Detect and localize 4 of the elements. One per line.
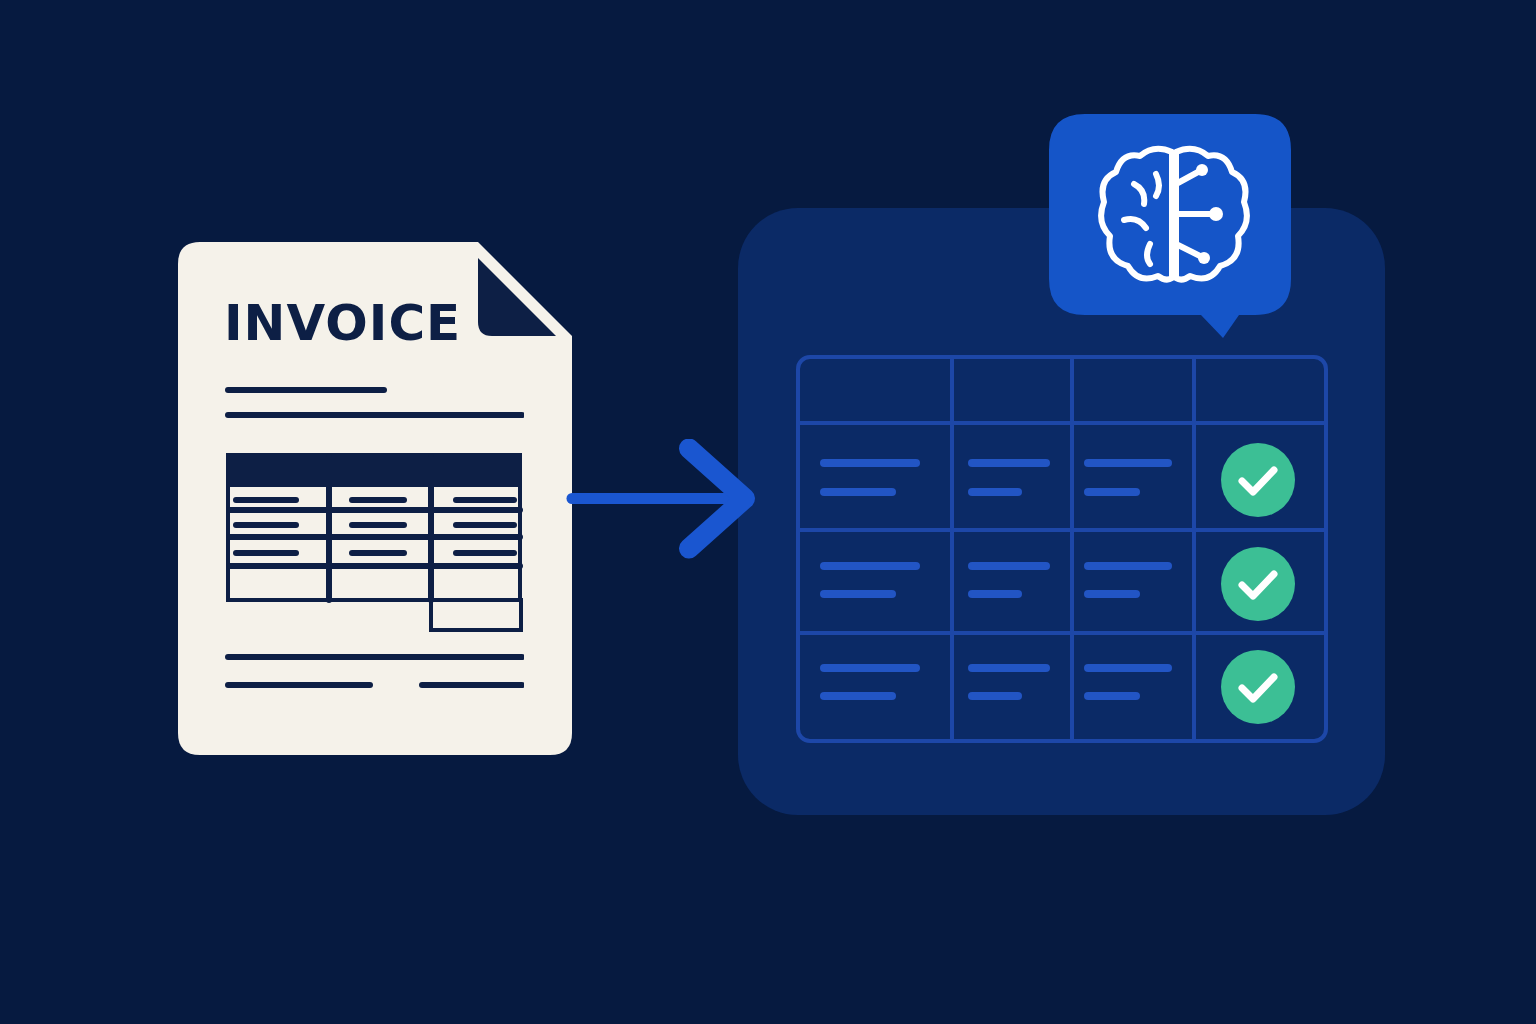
arrow [566, 438, 755, 559]
spreadsheet-panel [738, 208, 1385, 815]
document-title: INVOICE [224, 298, 462, 348]
invoice-document [178, 242, 572, 755]
